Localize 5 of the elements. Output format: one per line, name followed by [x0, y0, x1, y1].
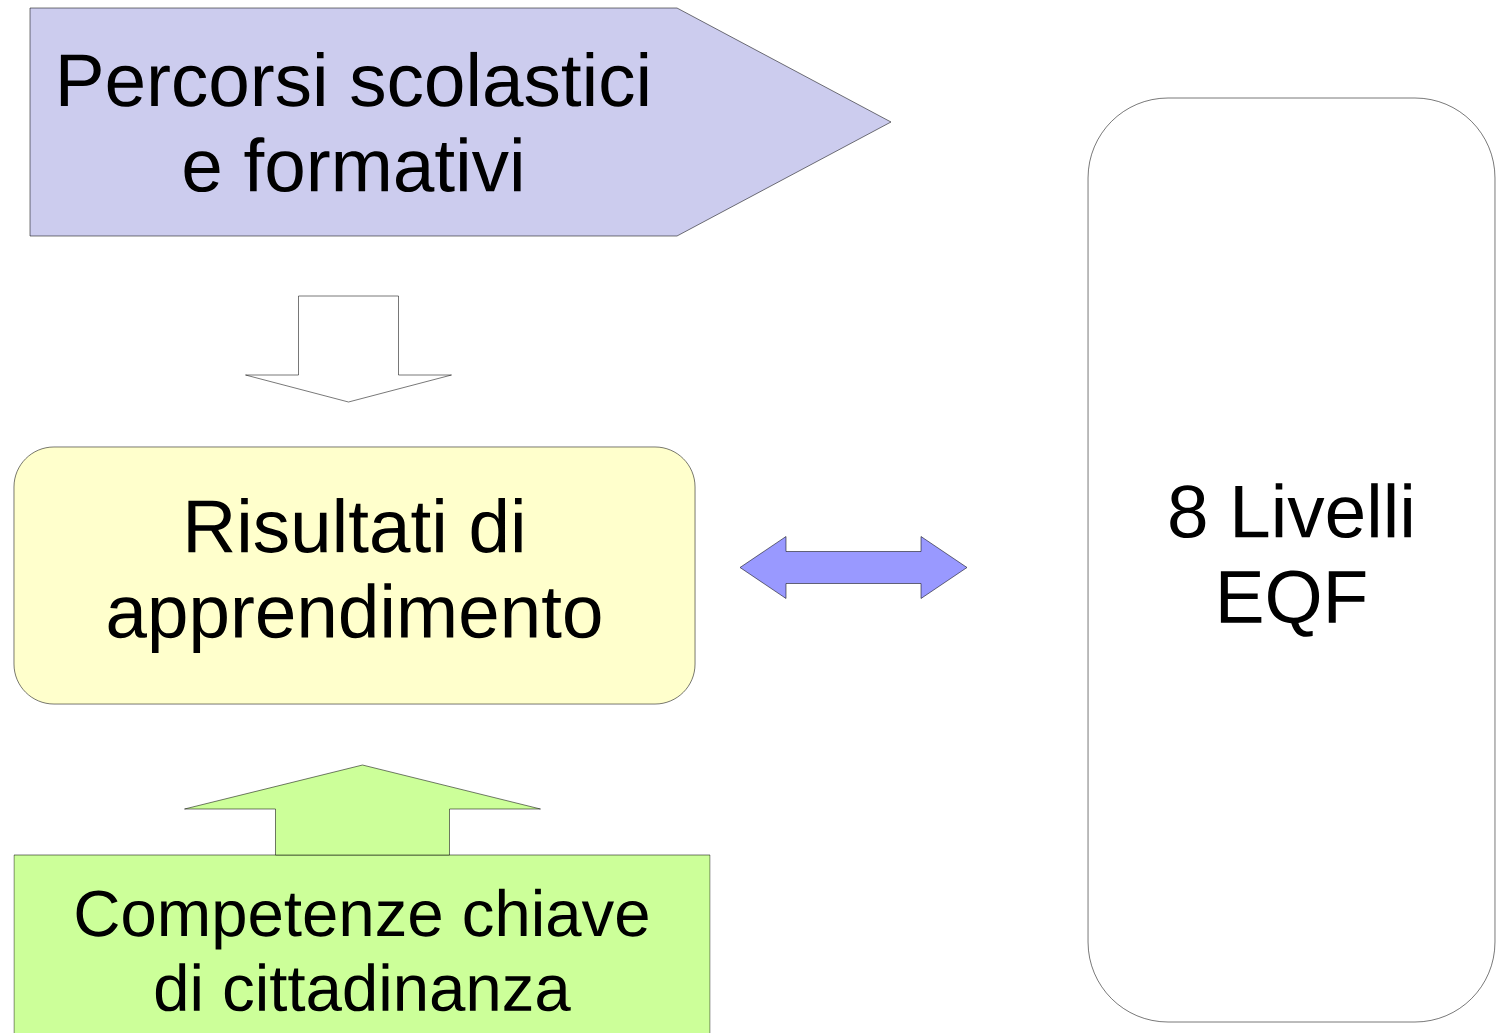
rounded-box: 8 Livelli EQF: [1087, 97, 1496, 1023]
process-box: Competenze chiave di cittadinanza: [13, 854, 711, 1033]
arrow-shaped-box: Percorsi scolastici e formativi: [29, 7, 892, 237]
rounded-box: Risultati di apprendimento: [13, 446, 696, 705]
double-block-arrow: [739, 536, 968, 599]
